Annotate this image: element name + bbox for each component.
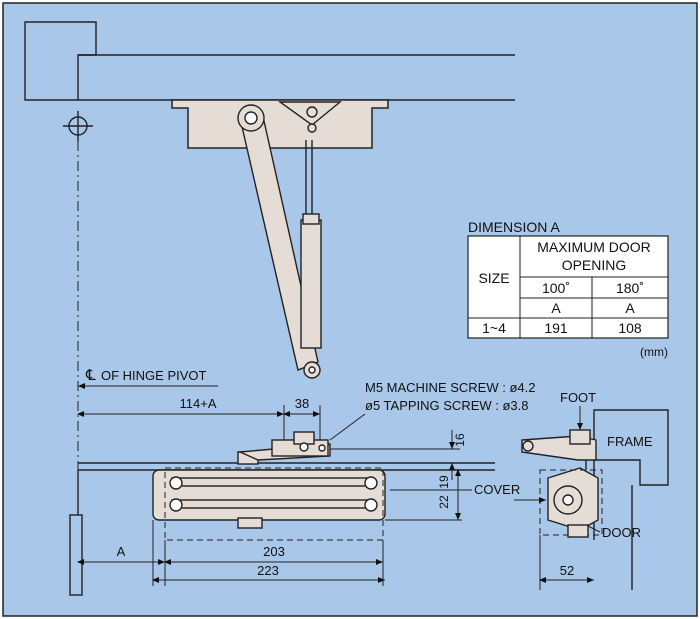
table-col1-sub: A: [551, 300, 561, 316]
screw2-label: ø5 TAPPING SCREW : ø3.8: [365, 398, 529, 413]
side-view: [69, 431, 495, 596]
table-row-val2: 108: [618, 320, 642, 336]
table-col2-sub: A: [625, 300, 635, 316]
table-col1-deg: 100˚: [542, 280, 570, 296]
hinge-pivot-label: OF HINGE PIVOT: [101, 368, 207, 383]
dim-19: 19: [437, 475, 451, 489]
table-col2-deg: 180˚: [616, 280, 644, 296]
dimension-table: DIMENSION A SIZE MAXIMUM DOOR OPENING 10…: [467, 219, 669, 359]
dim-114a: 114+A: [180, 396, 217, 411]
dimension-values: 114+A 38 16 19 22 A 203 223 52: [117, 396, 575, 578]
dim-22: 22: [437, 495, 451, 509]
dimension-lines: [77, 405, 594, 590]
foot-label: FOOT: [560, 390, 596, 405]
end-view: [521, 409, 669, 590]
table-title: DIMENSION A: [468, 219, 560, 235]
door-label: DOOR: [602, 525, 641, 540]
table-header-max-line1: MAXIMUM DOOR: [537, 239, 651, 255]
hinge-pivot-callout: ℄ OF HINGE PIVOT: [78, 367, 218, 389]
table-header-size: SIZE: [478, 270, 509, 286]
dim-38: 38: [295, 396, 309, 411]
frame-label: FRAME: [607, 434, 653, 449]
table-header-max-line2: OPENING: [562, 257, 627, 273]
dim-223: 223: [257, 563, 279, 578]
table-row-val1: 191: [544, 320, 568, 336]
screw1-label: M5 MACHINE SCREW : ø4.2: [365, 380, 535, 395]
centerline-symbol: ℄: [85, 367, 96, 384]
dim-203: 203: [263, 544, 285, 559]
dim-52: 52: [560, 563, 574, 578]
table-row-size: 1~4: [482, 320, 506, 336]
dim-16: 16: [453, 433, 467, 447]
top-view: [24, 21, 515, 520]
table-unit: (mm): [640, 345, 668, 359]
cover-label: COVER: [474, 482, 520, 497]
dim-a: A: [117, 544, 126, 559]
